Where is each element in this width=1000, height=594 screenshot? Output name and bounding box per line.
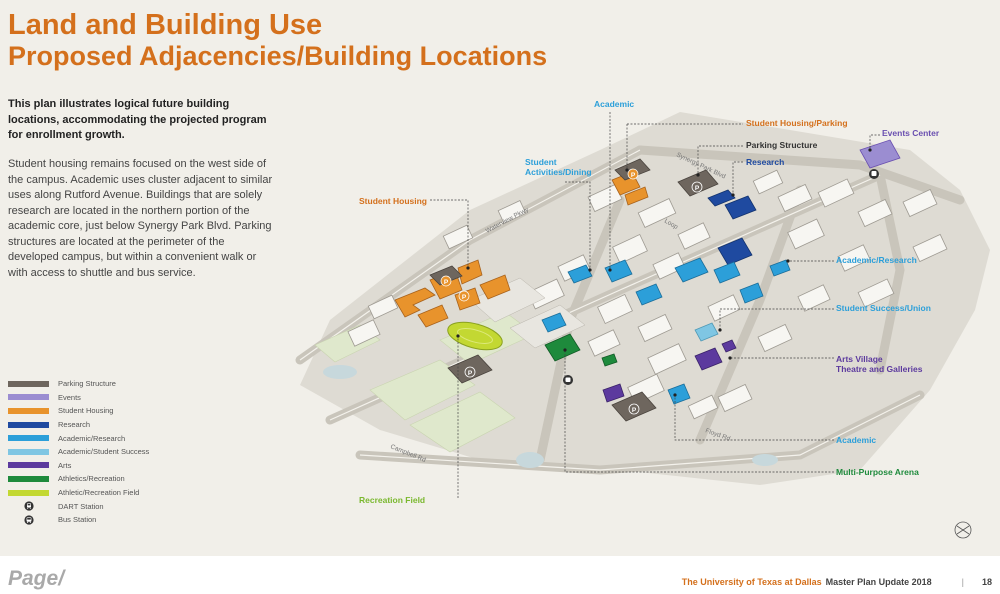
legend-item-arts: Arts <box>8 459 208 473</box>
parking-marker: P <box>691 181 703 193</box>
train-icon <box>8 501 49 511</box>
campus-map: P P P P P P <box>295 112 990 539</box>
legend-swatch <box>8 421 49 428</box>
page-subtitle: Proposed Adjacencies/Building Locations <box>8 41 548 71</box>
parking-marker: P <box>628 403 640 415</box>
legend-label: Academic/Research <box>58 433 126 443</box>
recreation-track <box>447 321 503 351</box>
legend-swatch <box>8 394 49 401</box>
bus-station-marker <box>563 375 573 385</box>
callout-research: Research <box>746 157 785 167</box>
pond <box>516 452 544 468</box>
map-legend: Parking Structure Events Student Housing… <box>8 377 208 527</box>
legend-item-dart-station: DART Station <box>8 499 208 513</box>
legend-item-athletic-field: Athletic/Recreation Field <box>8 486 208 500</box>
callout-student-housing: Student Housing <box>359 196 427 206</box>
footer <box>0 556 1000 594</box>
page-number: 18 <box>981 577 992 587</box>
legend-label: Athletic/Recreation Field <box>58 488 140 498</box>
academic-research-buildings <box>541 257 791 405</box>
callout-leader-lines <box>430 112 880 498</box>
intro-description: Student housing remains focused on the w… <box>8 158 273 279</box>
athletics-buildings <box>544 333 618 367</box>
legend-label: Arts <box>58 460 72 470</box>
pond <box>323 365 357 379</box>
callout-events-center: Events Center <box>882 128 940 138</box>
intro-summary: This plan illustrates logical future bui… <box>8 98 267 141</box>
legend-item-academic-research: Academic/Research <box>8 431 208 445</box>
callout-academic-top: Academic <box>594 99 635 109</box>
page-title: Land and Building Use <box>8 9 323 41</box>
callout-student-activities: Student Activities/Dining <box>525 157 592 177</box>
footer-info: The University of Texas at Dallas Master… <box>682 577 992 587</box>
legend-label: Research <box>58 420 91 430</box>
parking-marker-label: P <box>468 370 473 377</box>
pond <box>752 454 778 466</box>
legend-swatch <box>8 435 49 442</box>
legend-label: DART Station <box>58 501 104 511</box>
existing-buildings <box>347 169 948 420</box>
legend-label: Student Housing <box>58 406 114 416</box>
legend-item-bus-station: Bus Station <box>8 513 208 527</box>
callout-line: Student <box>525 157 557 167</box>
legend-label: Athletics/Recreation <box>58 474 125 484</box>
callout-academic-research: Academic/Research <box>836 255 917 265</box>
parking-marker-label: P <box>695 185 700 192</box>
callout-multi-purpose-arena: Multi-Purpose Arena <box>836 467 919 477</box>
page-logo: Page/ <box>8 567 65 590</box>
legend-swatch <box>8 475 49 482</box>
arts-buildings <box>602 339 737 403</box>
legend-item-parking-structure: Parking Structure <box>8 377 208 391</box>
parking-marker: P <box>464 366 476 378</box>
legend-label: Bus Station <box>58 515 97 525</box>
parking-marker: P <box>440 275 452 287</box>
north-arrow-icon <box>954 521 972 539</box>
legend-item-athletics: Athletics/Recreation <box>8 472 208 486</box>
student-housing-buildings <box>394 171 649 328</box>
legend-label: Parking Structure <box>58 379 116 389</box>
legend-item-events: Events <box>8 391 208 405</box>
bus-icon <box>8 515 49 525</box>
legend-swatch <box>8 407 49 414</box>
legend-item-research: Research <box>8 418 208 432</box>
parking-marker: P <box>458 290 470 302</box>
parking-marker-label: P <box>444 279 449 286</box>
dart-station-marker <box>869 169 879 179</box>
parking-marker-label: P <box>462 294 467 301</box>
callout-line: Activities/Dining <box>525 167 592 177</box>
research-buildings <box>707 189 757 266</box>
student-success-buildings <box>694 322 719 342</box>
callout-parking-structure: Parking Structure <box>746 140 818 150</box>
footer-plan-title: Master Plan Update 2018 <box>825 577 932 587</box>
callout-student-housing-parking: Student Housing/Parking <box>746 118 848 128</box>
legend-swatch <box>8 448 49 455</box>
parking-marker: P <box>627 168 639 180</box>
footer-separator: | <box>961 577 964 587</box>
legend-label: Events <box>58 392 81 402</box>
legend-item-student-housing: Student Housing <box>8 404 208 418</box>
parking-marker-label: P <box>632 407 637 414</box>
legend-swatch <box>8 462 49 469</box>
legend-swatch <box>8 489 49 496</box>
callout-student-success: Student Success/Union <box>836 303 931 313</box>
legend-swatch <box>8 380 49 387</box>
callout-academic-bottom: Academic <box>836 435 877 445</box>
legend-item-academic-student-success: Academic/Student Success <box>8 445 208 459</box>
callout-recreation-field: Recreation Field <box>359 495 426 505</box>
callout-leader-dots <box>456 148 872 397</box>
callout-line: Theatre and Galleries <box>836 364 923 374</box>
callout-line: Arts Village <box>836 354 883 364</box>
callout-arts-village: Arts Village Theatre and Galleries <box>836 354 922 374</box>
parking-icons: P P P P P P <box>440 168 703 415</box>
legend-label: Academic/Student Success <box>58 447 150 457</box>
parking-marker-label: P <box>631 172 636 179</box>
footer-university: The University of Texas at Dallas <box>681 577 822 587</box>
